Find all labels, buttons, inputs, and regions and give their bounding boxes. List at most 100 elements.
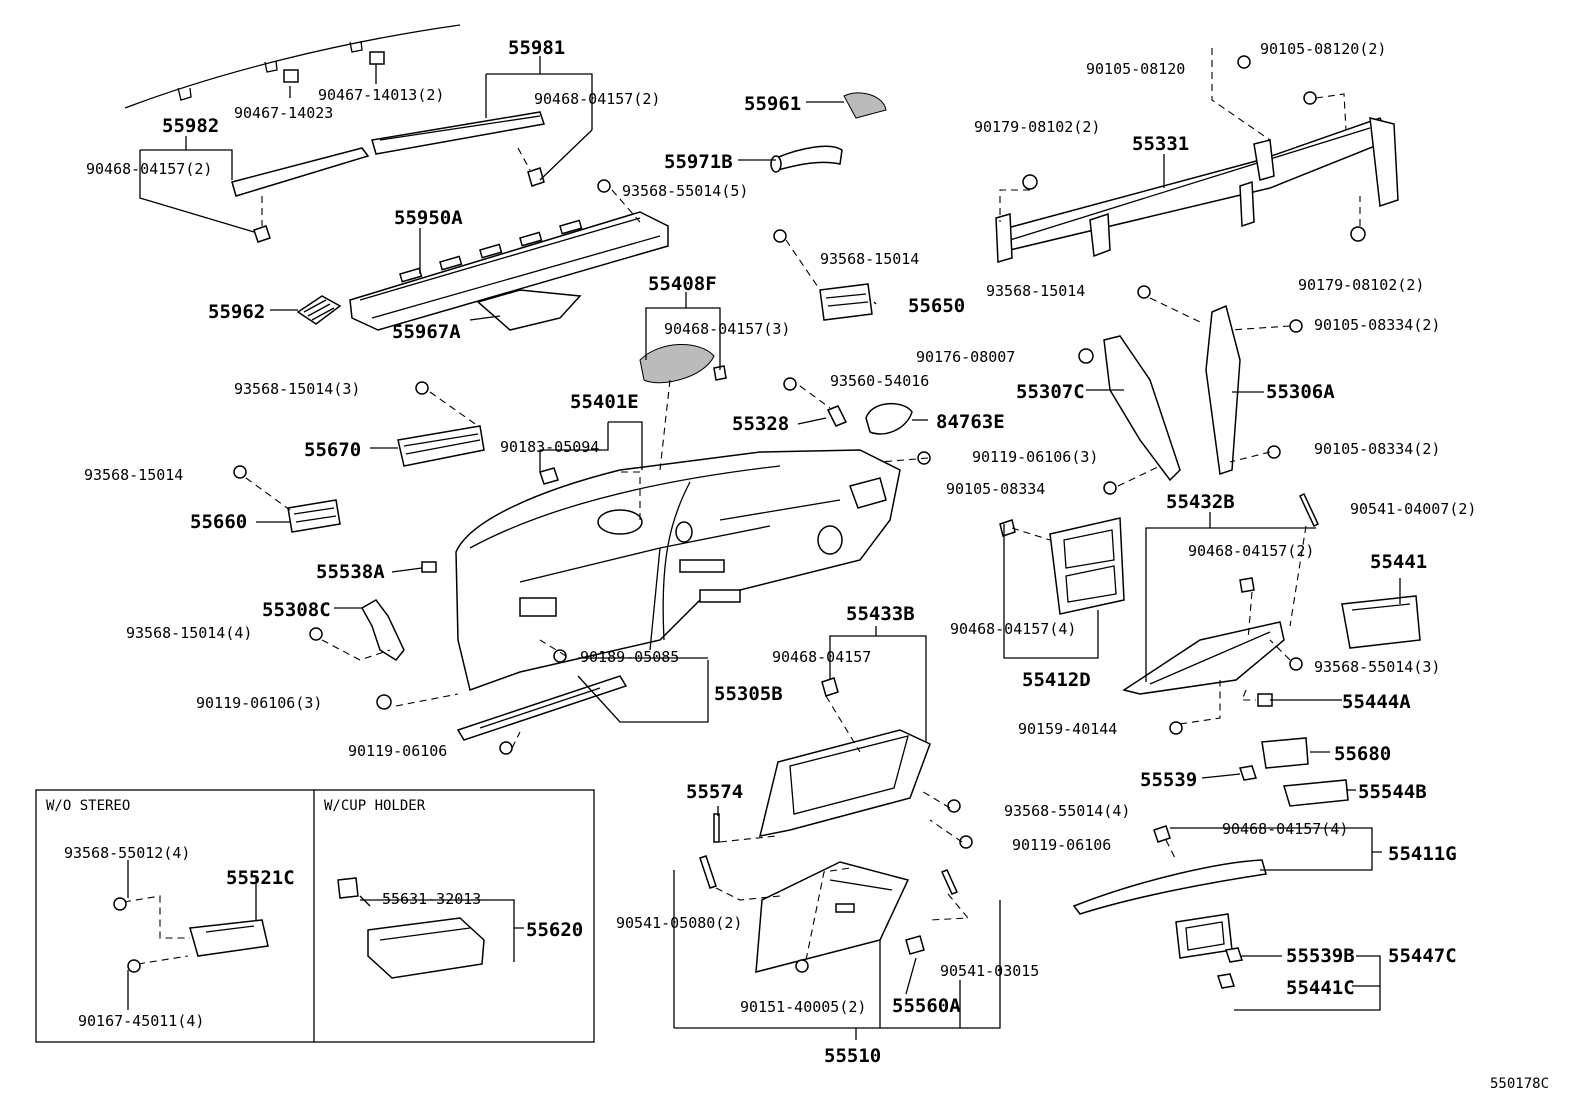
label-f29: 93568-55014(3): [1314, 658, 1440, 676]
assembly-lines: [245, 48, 1361, 961]
label-55411G: 55411G: [1388, 843, 1457, 865]
air-outlet-center: [819, 283, 873, 321]
instrument-panel: [455, 449, 901, 691]
label-f20: 90179-08102(2): [974, 118, 1100, 136]
panel-reinforcement: [995, 117, 1399, 263]
label-55308C: 55308C: [262, 599, 331, 621]
label-55538A: 55538A: [316, 561, 385, 583]
clip-defroster: [253, 167, 545, 243]
label-55961: 55961: [744, 93, 801, 115]
ashtray-55447C: [1175, 913, 1243, 989]
label-55444A: 55444A: [1342, 691, 1411, 713]
label-55447C: 55447C: [1388, 945, 1457, 967]
label-55950A: 55950A: [394, 207, 463, 229]
defroster-duct: [349, 211, 669, 331]
label-f16: 90119-06106(3): [196, 694, 322, 712]
label-55539: 55539: [1140, 769, 1197, 791]
label-f35: 90541-05080(2): [616, 914, 742, 932]
label-f10: 90183-05094: [500, 438, 599, 456]
label-f24: 90176-08007: [916, 348, 1015, 366]
label-55441: 55441: [1370, 551, 1427, 573]
label-f6: 93568-15014: [820, 250, 919, 268]
label-55408F: 55408F: [648, 273, 717, 295]
label-55401E: 55401E: [570, 391, 639, 413]
label-55670: 55670: [304, 439, 361, 461]
label-f22: 93568-15014: [986, 282, 1085, 300]
center-duct: [476, 289, 582, 331]
nuts-bolts-right: [233, 55, 1366, 755]
label-55650: 55650: [908, 295, 965, 317]
side-vent-left: [296, 295, 342, 325]
label-f2: 90467-14023: [234, 104, 333, 122]
label-55680: 55680: [1334, 743, 1391, 765]
bracket-55307C: [1103, 335, 1181, 482]
label-55962: 55962: [208, 301, 265, 323]
lower-cover-55411G: [1072, 825, 1267, 915]
brace-55305B: [456, 675, 628, 741]
glove-box-door-55433B: [758, 677, 931, 837]
label-f5: 93568-55014(5): [622, 182, 748, 200]
label-55967A: 55967A: [392, 321, 461, 343]
label-f13: 90105-08334: [946, 480, 1045, 498]
labels: 55981 55982 55961 55971B 55950A 55962 55…: [46, 37, 1549, 1092]
label-f23: 90105-08334(2): [1314, 316, 1440, 334]
plug-55538A: [421, 561, 437, 573]
lower-panel-55432B: [1122, 577, 1285, 695]
label-55560A: 55560A: [892, 995, 961, 1017]
center-cluster-panel-55412D: [999, 517, 1125, 615]
label-f11: 93568-15014: [84, 466, 183, 484]
bracket-55328: [826, 405, 848, 427]
label-f19: 90105-08120: [1086, 60, 1185, 78]
label-f27: 90468-04157(2): [1188, 542, 1314, 560]
glove-box-55510: [755, 861, 925, 973]
label-f31: 90159-40144: [1018, 720, 1117, 738]
label-55331: 55331: [1132, 133, 1189, 155]
label-f21: 90179-08102(2): [1298, 276, 1424, 294]
inset-boxes: [35, 789, 595, 1043]
label-55521C: 55521C: [226, 867, 295, 889]
label-f26: 90541-04007(2): [1350, 500, 1476, 518]
label-f33: 90119-06106: [1012, 836, 1111, 854]
air-outlet-left: [287, 499, 341, 533]
label-f37: 90151-40005(2): [740, 998, 866, 1016]
pocket-55441: [1341, 595, 1421, 649]
leader-lines: [139, 56, 1401, 1040]
label-f25: 90105-08334(2): [1314, 440, 1440, 458]
inset-title-cup-holder: W/CUP HOLDER: [324, 798, 426, 814]
cover-84763E: [865, 402, 913, 435]
label-f14: 93568-15014(4): [126, 624, 252, 642]
air-outlet-side: [397, 425, 485, 467]
bolt-90541-04007: [1299, 492, 1319, 528]
inset-title-wo-stereo: W/O STEREO: [46, 798, 130, 814]
label-f38: 93568-55012(4): [64, 844, 190, 862]
label-55510: 55510: [824, 1045, 881, 1067]
clip-55444A: [1257, 693, 1273, 707]
label-f32: 93568-55014(4): [1004, 802, 1130, 820]
label-55539B: 55539B: [1286, 945, 1355, 967]
label-55328: 55328: [732, 413, 789, 435]
cover-55544B: [1283, 779, 1349, 807]
label-55432B: 55432B: [1166, 491, 1235, 513]
label-f30: 90468-04157: [772, 648, 871, 666]
label-f40: 55631-32013: [382, 890, 481, 908]
label-55306A: 55306A: [1266, 381, 1335, 403]
label-55981: 55981: [508, 37, 565, 59]
label-f9: 93568-15014(3): [234, 380, 360, 398]
label-55307C: 55307C: [1016, 381, 1085, 403]
label-55412D: 55412D: [1022, 669, 1091, 691]
label-55433B: 55433B: [846, 603, 915, 625]
label-55620: 55620: [526, 919, 583, 941]
label-f18: 90105-08120(2): [1260, 40, 1386, 58]
label-f4: 90468-04157(2): [86, 160, 212, 178]
clip-90183: [539, 467, 559, 485]
label-f17: 90119-06106: [348, 742, 447, 760]
label-f12: 90119-06106(3): [972, 448, 1098, 466]
label-f15: 90189-05085: [580, 648, 679, 666]
label-55441C: 55441C: [1286, 977, 1355, 999]
label-55982: 55982: [162, 115, 219, 137]
bracket-55308C: [360, 599, 405, 661]
side-vent-nozzle: [843, 92, 887, 119]
label-55305B: 55305B: [714, 683, 783, 705]
switch-55680: [1261, 737, 1309, 769]
